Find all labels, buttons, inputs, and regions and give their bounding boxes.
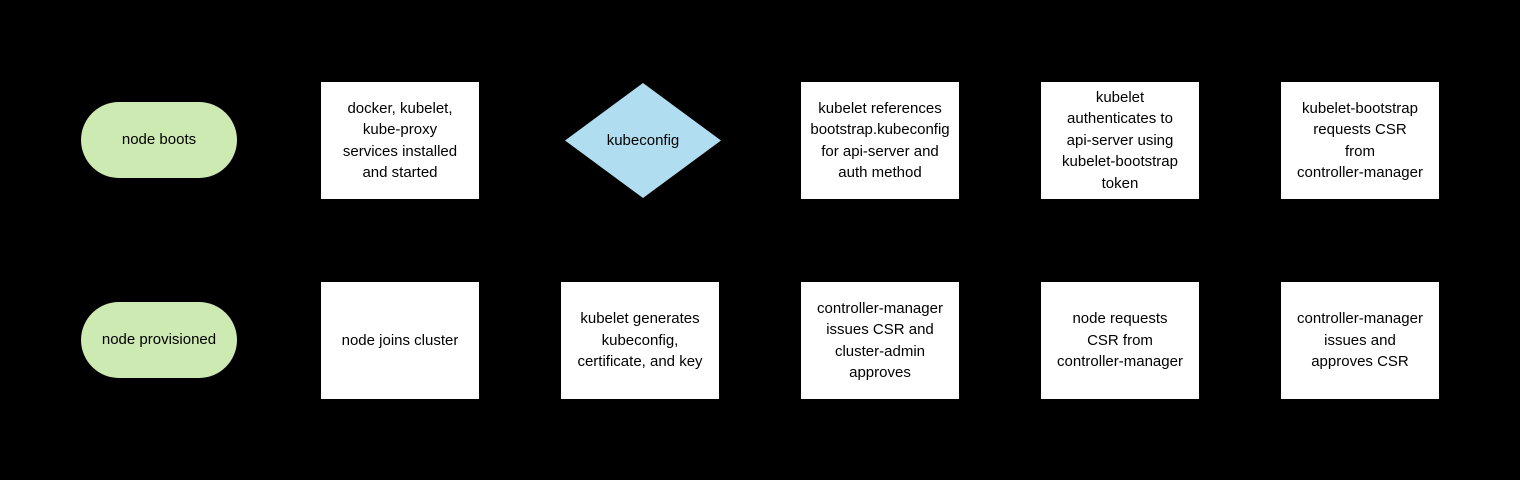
diamond-shape-icon (565, 83, 721, 198)
flow-node-label: node boots (121, 131, 197, 149)
flow-node-label: kubelet-bootstrap requests CSR from cont… (1297, 99, 1423, 182)
flow-node-node-provisioned[interactable]: node provisioned (81, 302, 237, 378)
flow-node-label: controller-manager issues CSR and cluste… (817, 299, 943, 382)
flow-node-label: kubelet generates kubeconfig, certificat… (577, 310, 703, 371)
flow-node-services-installed[interactable]: docker, kubelet, kube-proxy services ins… (321, 82, 479, 199)
flow-node-label: node joins cluster (341, 331, 459, 349)
flow-node-label: docker, kubelet, kube-proxy services ins… (342, 99, 458, 182)
flow-node-label: kubelet authenticates to api-server usin… (1062, 88, 1178, 192)
flow-node-controller-manager-issues-csr[interactable]: controller-manager issues CSR and cluste… (801, 282, 959, 399)
flow-node-kubeconfig-decision[interactable]: kubeconfig (565, 83, 721, 198)
flow-node-bootstrap-requests-csr[interactable]: kubelet-bootstrap requests CSR from cont… (1281, 82, 1439, 199)
flow-node-controller-manager-approves-csr[interactable]: controller-manager issues and approves C… (1281, 282, 1439, 399)
flow-node-kubelet-authenticates[interactable]: kubelet authenticates to api-server usin… (1041, 82, 1199, 199)
flow-node-label: kubeconfig (606, 131, 680, 149)
flow-node-label: kubelet references bootstrap.kubeconfig … (810, 99, 950, 182)
flow-node-node-requests-csr[interactable]: node requests CSR from controller-manage… (1041, 282, 1199, 399)
flow-node-node-joins-cluster[interactable]: node joins cluster (321, 282, 479, 399)
flow-node-node-boots[interactable]: node boots (81, 102, 237, 178)
flow-node-kubelet-generates-kubeconfig[interactable]: kubelet generates kubeconfig, certificat… (561, 282, 719, 399)
flow-node-label: controller-manager issues and approves C… (1297, 310, 1423, 371)
flow-node-label: node requests CSR from controller-manage… (1057, 310, 1183, 371)
flow-node-kubelet-references-bootstrap[interactable]: kubelet references bootstrap.kubeconfig … (801, 82, 959, 199)
flow-node-label: node provisioned (101, 331, 217, 349)
